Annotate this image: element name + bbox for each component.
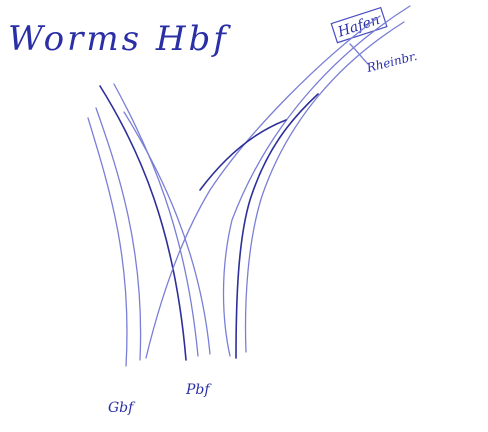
- label-hafen-group: Hafen: [330, 6, 388, 44]
- track-left-inner: [95, 107, 142, 361]
- track-right-dark: [235, 93, 319, 359]
- track-crossover-long: [145, 15, 381, 359]
- track-right-inner: [244, 21, 405, 353]
- track-crossover-dark: [199, 119, 287, 191]
- track-middle-2: [113, 83, 199, 357]
- label-pbf: Pbf: [185, 382, 212, 398]
- diagram-title: Worms Hbf: [8, 19, 231, 59]
- label-hafen-box: [330, 6, 388, 44]
- label-rheinbr: Rheinbr.: [364, 49, 418, 75]
- track-left-outer: [87, 117, 128, 367]
- label-gbf: Gbf: [108, 400, 136, 416]
- track-middle-1: [99, 85, 187, 361]
- track-right-outer: [222, 5, 411, 357]
- track-middle-3: [123, 111, 211, 355]
